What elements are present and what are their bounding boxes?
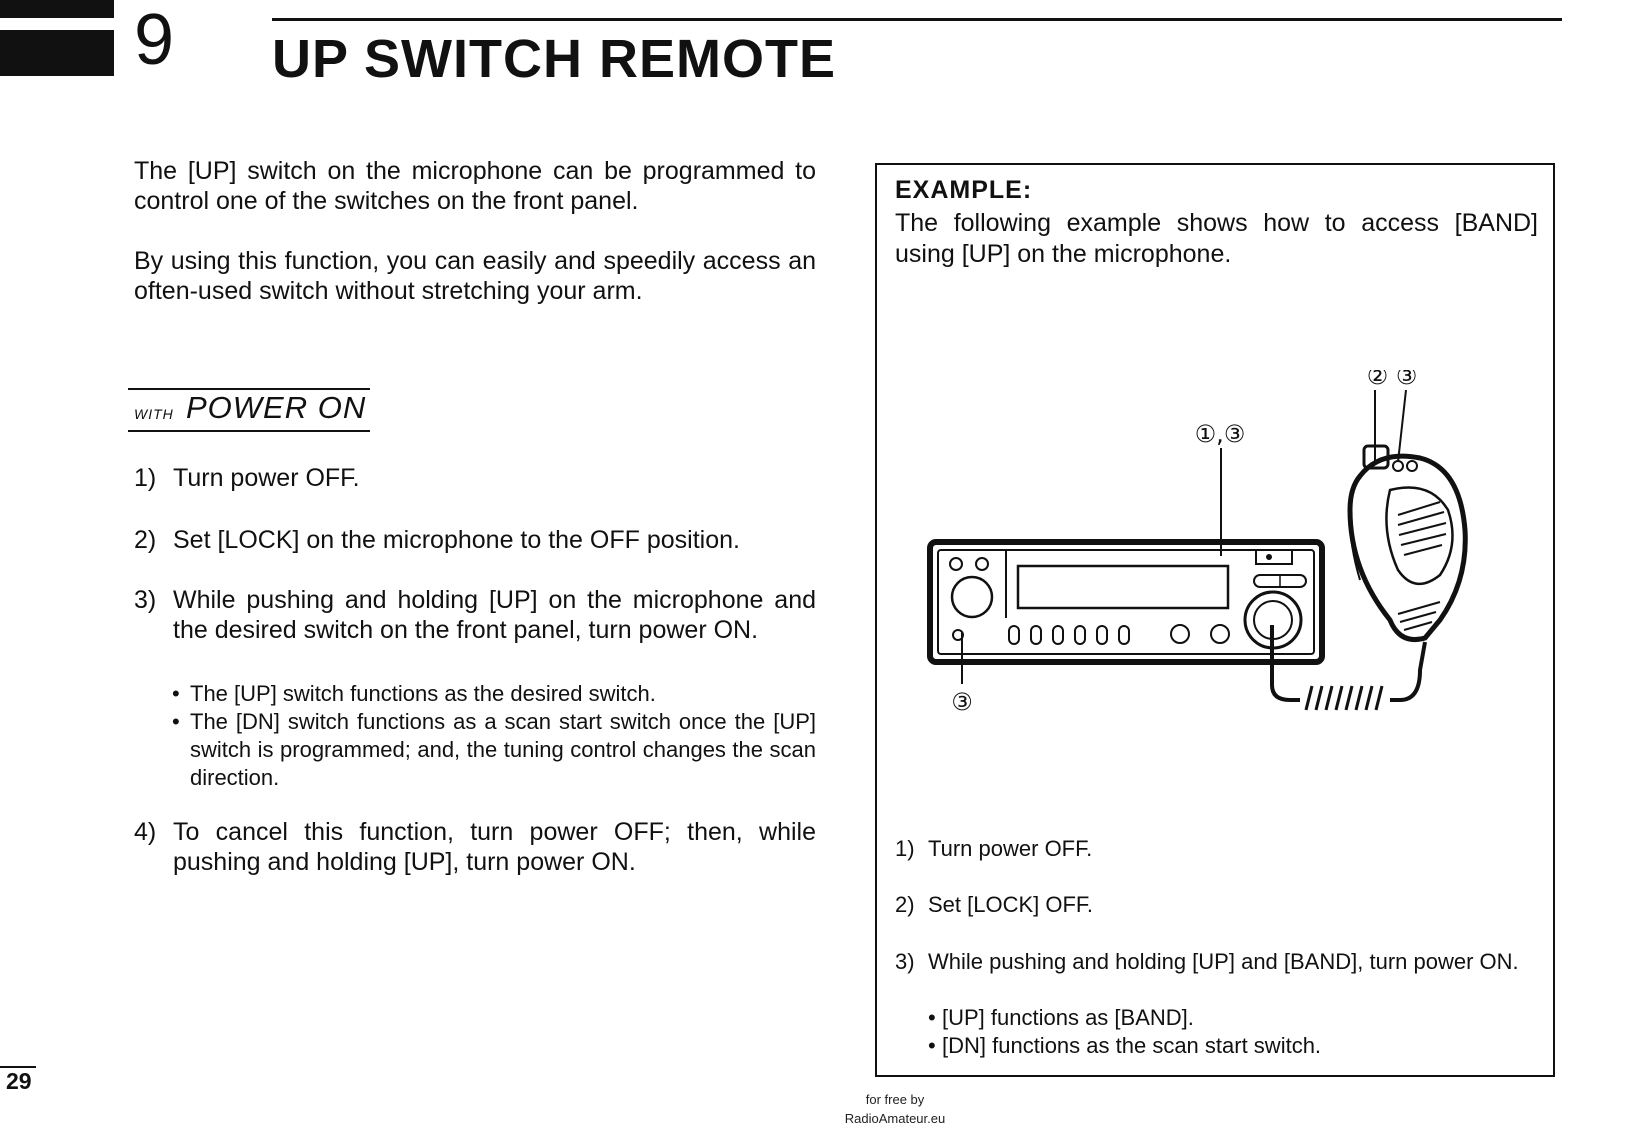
step-text: Set [LOCK] OFF. bbox=[928, 892, 1094, 917]
step-number: 3) bbox=[895, 949, 915, 974]
bullet-dot: • bbox=[172, 709, 180, 734]
callout-panel-bottom: ③ bbox=[951, 688, 973, 716]
bullet-text: [UP] functions as [BAND]. bbox=[942, 1005, 1194, 1030]
step-number: 3) bbox=[134, 586, 157, 614]
front-button-5 bbox=[1096, 625, 1108, 645]
footer-line-2[interactable]: RadioAmateur.eu bbox=[844, 1111, 946, 1126]
front-button-2 bbox=[1030, 625, 1042, 645]
microphone-grille bbox=[1385, 486, 1454, 585]
chapter-tab-bar-bottom bbox=[0, 30, 114, 76]
example-intro: The following example shows how to acces… bbox=[895, 209, 1538, 268]
callout-line-mic-2 bbox=[1397, 389, 1407, 463]
example-heading: EXAMPLE: bbox=[895, 176, 1033, 204]
grille-lines bbox=[1397, 501, 1447, 556]
step-text: Turn power OFF. bbox=[173, 464, 360, 492]
footer: for free by RadioAmateur.eu bbox=[800, 1090, 990, 1128]
radio-display bbox=[1016, 564, 1230, 610]
front-round-button-1 bbox=[1170, 624, 1190, 644]
transceiver-illustration: ①,③ ② ③ ③ bbox=[927, 370, 1468, 716]
step-text: To cancel this function, turn power OFF;… bbox=[173, 818, 816, 876]
coiled-cable bbox=[1304, 685, 1384, 711]
section-prefix: WITH bbox=[134, 406, 174, 422]
band-button-dot bbox=[1266, 554, 1272, 560]
step-number: 1) bbox=[895, 836, 915, 861]
front-button-6 bbox=[1118, 625, 1130, 645]
footer-line-1: for free by bbox=[865, 1092, 925, 1107]
front-button-1 bbox=[1008, 625, 1020, 645]
bullet-text: The [UP] switch functions as the desired… bbox=[190, 681, 656, 706]
step-number: 1) bbox=[134, 464, 157, 492]
callout-mic-top: ② ③ bbox=[1367, 370, 1418, 390]
step-number: 2) bbox=[134, 526, 157, 554]
bullet-text: The [DN] switch functions as a scan star… bbox=[190, 709, 816, 790]
chapter-tab-bar-top bbox=[0, 0, 114, 18]
step-text: Set [LOCK] on the microphone to the OFF … bbox=[173, 526, 740, 554]
radio-small-knob-1 bbox=[949, 557, 963, 571]
page-number: 29 bbox=[6, 1068, 32, 1094]
bullet-dot: • bbox=[928, 1005, 936, 1030]
step-text: While pushing and holding [UP] on the mi… bbox=[173, 586, 816, 644]
intro-paragraph-1: The [UP] switch on the microphone can be… bbox=[134, 157, 816, 215]
bullet-text: [DN] functions as the scan start switch. bbox=[942, 1033, 1322, 1058]
step-text: While pushing and holding [UP] and [BAND… bbox=[928, 949, 1519, 974]
microphone-side bbox=[1348, 487, 1361, 581]
front-button-4 bbox=[1074, 625, 1086, 645]
section-title: POWER ON bbox=[186, 390, 367, 425]
mic-cable-left bbox=[1270, 625, 1300, 702]
step-number: 4) bbox=[134, 818, 157, 846]
radio-faceplate bbox=[937, 549, 1315, 655]
mic-cable-right bbox=[1390, 641, 1427, 702]
front-button-3 bbox=[1052, 625, 1064, 645]
mic-up-button bbox=[1392, 460, 1404, 472]
step-number: 2) bbox=[895, 892, 915, 917]
callout-panel-top: ①,③ bbox=[1195, 420, 1246, 448]
bullet-dot: • bbox=[172, 681, 180, 706]
transceiver-figure: ①,③ ② ③ ③ bbox=[920, 370, 1510, 770]
intro-paragraph-2: By using this function, you can easily a… bbox=[134, 247, 816, 305]
section-heading: WITH POWER ON bbox=[128, 388, 370, 432]
chapter-title: UP SWITCH REMOTE bbox=[272, 29, 837, 89]
page-number-rule bbox=[0, 1066, 36, 1068]
chapter-number: 9 bbox=[134, 0, 175, 80]
example-box bbox=[875, 163, 1555, 1077]
mic-lock-button bbox=[1406, 460, 1418, 472]
bullet-dot: • bbox=[928, 1033, 936, 1058]
header-rule bbox=[272, 18, 1562, 21]
step-text: Turn power OFF. bbox=[928, 836, 1093, 861]
front-round-button-2 bbox=[1210, 624, 1230, 644]
mic-base-ridges bbox=[1397, 601, 1441, 631]
band-button bbox=[1255, 549, 1293, 565]
radio-small-knob-2 bbox=[975, 557, 989, 571]
radio-body bbox=[927, 539, 1325, 665]
volume-knob bbox=[950, 575, 994, 619]
